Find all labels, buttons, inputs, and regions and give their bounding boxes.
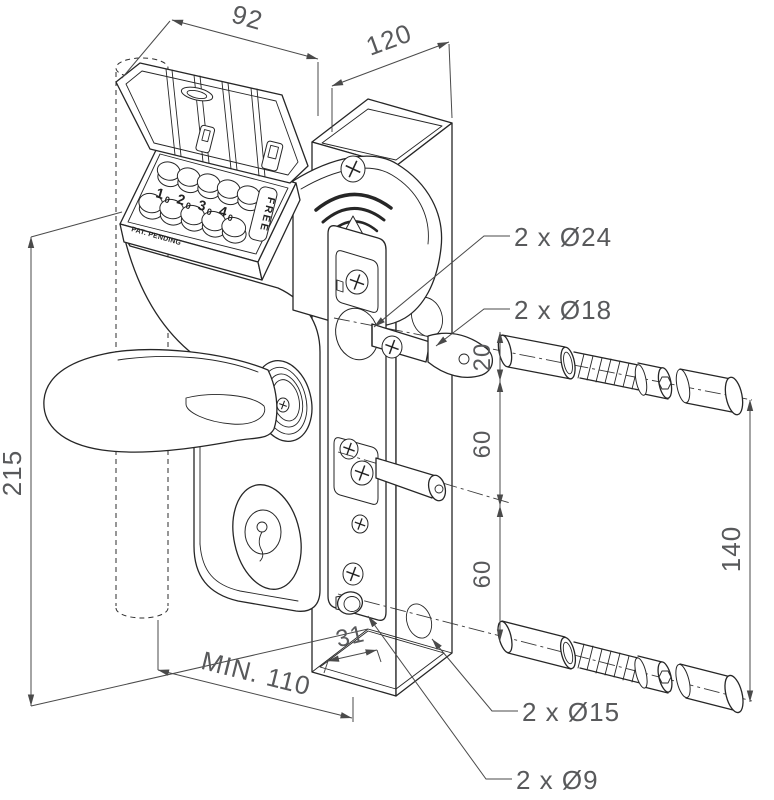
dim-31-label: 31 (333, 620, 367, 653)
dim-92-label: 92 (228, 0, 266, 36)
digit-0: 0 (184, 200, 192, 211)
digit-0: 0 (205, 206, 213, 217)
dim-60-upper-label: 60 (469, 430, 496, 459)
handle (43, 349, 313, 453)
fixation-bolt (335, 591, 364, 615)
callout-d15: 2 x Ø15 (431, 638, 620, 727)
socket-screw (573, 351, 673, 400)
hex-socket-icon (658, 670, 672, 684)
spacer-bushing (497, 334, 576, 380)
dim-140-label: 140 (716, 526, 746, 572)
callout-d15-label: 2 x Ø15 (522, 697, 620, 727)
cover-cap (675, 368, 744, 416)
socket-screw (573, 641, 673, 694)
post-hole-lower (405, 603, 433, 639)
decor-arc (321, 207, 386, 224)
digit-0: 0 (226, 212, 234, 223)
dead-bolt (375, 457, 447, 502)
dim-min110-label: MIN. 110 (198, 645, 314, 701)
keypad-side-plate (248, 186, 278, 242)
lid-hinge-hook (261, 140, 284, 172)
decor-arc (314, 192, 393, 212)
callout-d9: 2 x Ø9 (367, 615, 599, 795)
screw-assembly-top (497, 334, 744, 416)
callout-d18: 2 x Ø18 (435, 295, 612, 347)
screw-assembly-bottom (497, 620, 744, 714)
dimension-chain: 20 60 60 (469, 331, 504, 641)
hex-socket-icon (658, 376, 672, 390)
lid-hinge-hook (195, 124, 216, 154)
mounting-plate (327, 225, 387, 621)
dim-60-lower-label: 60 (469, 560, 496, 589)
dim-20-label: 20 (469, 343, 496, 372)
callout-d18-label: 2 x Ø18 (514, 295, 612, 325)
dimension-140: 140 (716, 399, 754, 702)
digit-0: 0 (163, 194, 171, 205)
dimension-31: 31 (323, 620, 382, 674)
handle-lever (43, 349, 278, 453)
dimension-215: 215 (0, 211, 369, 707)
callout-d9-label: 2 x Ø9 (516, 765, 599, 795)
hole-callouts: 2 x Ø24 2 x Ø18 2 x Ø15 2 x Ø9 (367, 222, 620, 795)
spacer-bushing (497, 620, 577, 670)
callout-d24-label: 2 x Ø24 (514, 222, 612, 252)
keypad-buttons (138, 161, 262, 244)
dim-120-label: 120 (362, 18, 416, 62)
keypad-lid (115, 62, 309, 184)
key-cylinder (232, 484, 302, 590)
cover-cap (675, 663, 744, 714)
callout-d24: 2 x Ø24 (373, 222, 612, 328)
dim-215-label: 215 (0, 450, 27, 496)
keypad: 1 2 3 4 0 0 0 0 FREE PAT. PENDING (119, 145, 301, 281)
